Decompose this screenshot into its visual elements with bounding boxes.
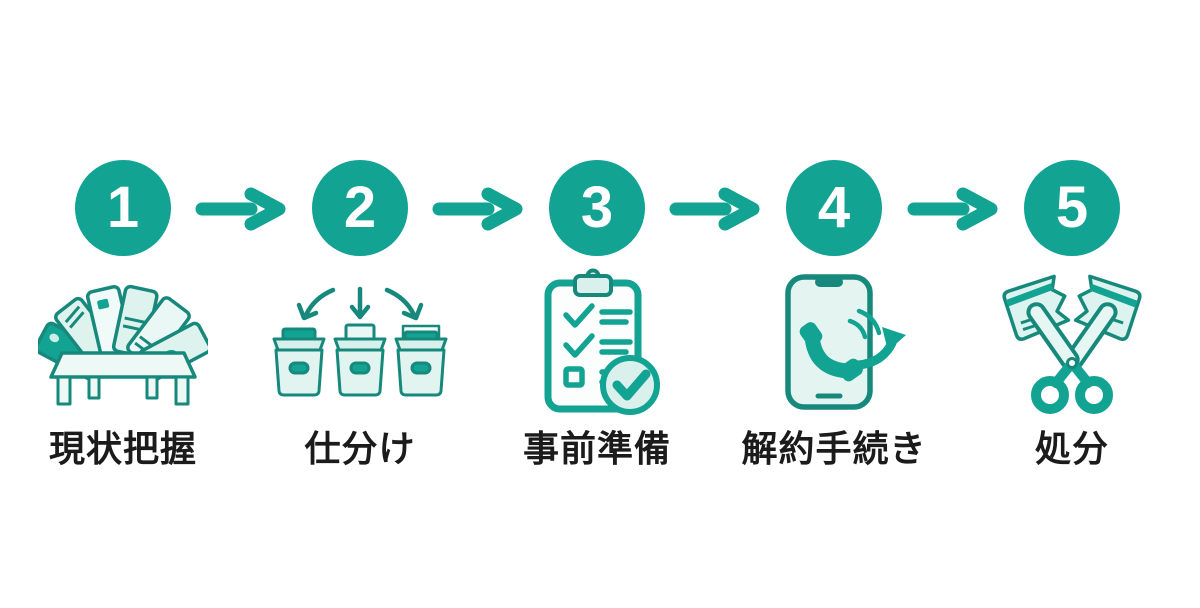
step-2: 2 <box>250 160 470 472</box>
step-5-number: 5 <box>1055 175 1089 240</box>
arrow-right-icon <box>195 187 286 231</box>
step-1-number: 1 <box>106 175 140 240</box>
smartphone-call-forward-icon <box>758 272 910 412</box>
sorting-boxes-arrows-icon <box>270 272 450 412</box>
arrow-right-icon <box>669 187 760 231</box>
step-5-number-badge: 5 <box>1024 160 1120 256</box>
step-1-label: 現状把握 <box>48 428 197 469</box>
step-1: 1 <box>13 160 233 472</box>
scissors-cutting-card-icon <box>1001 272 1143 414</box>
step-2-number-badge: 2 <box>312 160 408 256</box>
step-5: 5 <box>962 160 1182 472</box>
arrow-right-icon <box>432 187 523 231</box>
step-5-label: 処分 <box>1034 428 1109 469</box>
step-2-number: 2 <box>343 175 377 240</box>
cards-fanned-on-table-icon <box>38 272 208 412</box>
step-4-number: 4 <box>817 175 851 240</box>
step-3-number-badge: 3 <box>549 160 645 256</box>
step-4-number-badge: 4 <box>786 160 882 256</box>
step-3-number: 3 <box>580 175 614 240</box>
step-3: 3 事前準 <box>487 160 707 472</box>
step-4: 4 解約手続き <box>724 160 944 472</box>
step-3-label: 事前準備 <box>522 428 671 469</box>
checklist-clipboard-check-icon <box>530 268 664 415</box>
step-4-label: 解約手続き <box>741 428 927 469</box>
step-2-label: 仕分け <box>304 428 416 469</box>
step-1-number-badge: 1 <box>75 160 171 256</box>
arrow-right-icon <box>907 187 998 231</box>
